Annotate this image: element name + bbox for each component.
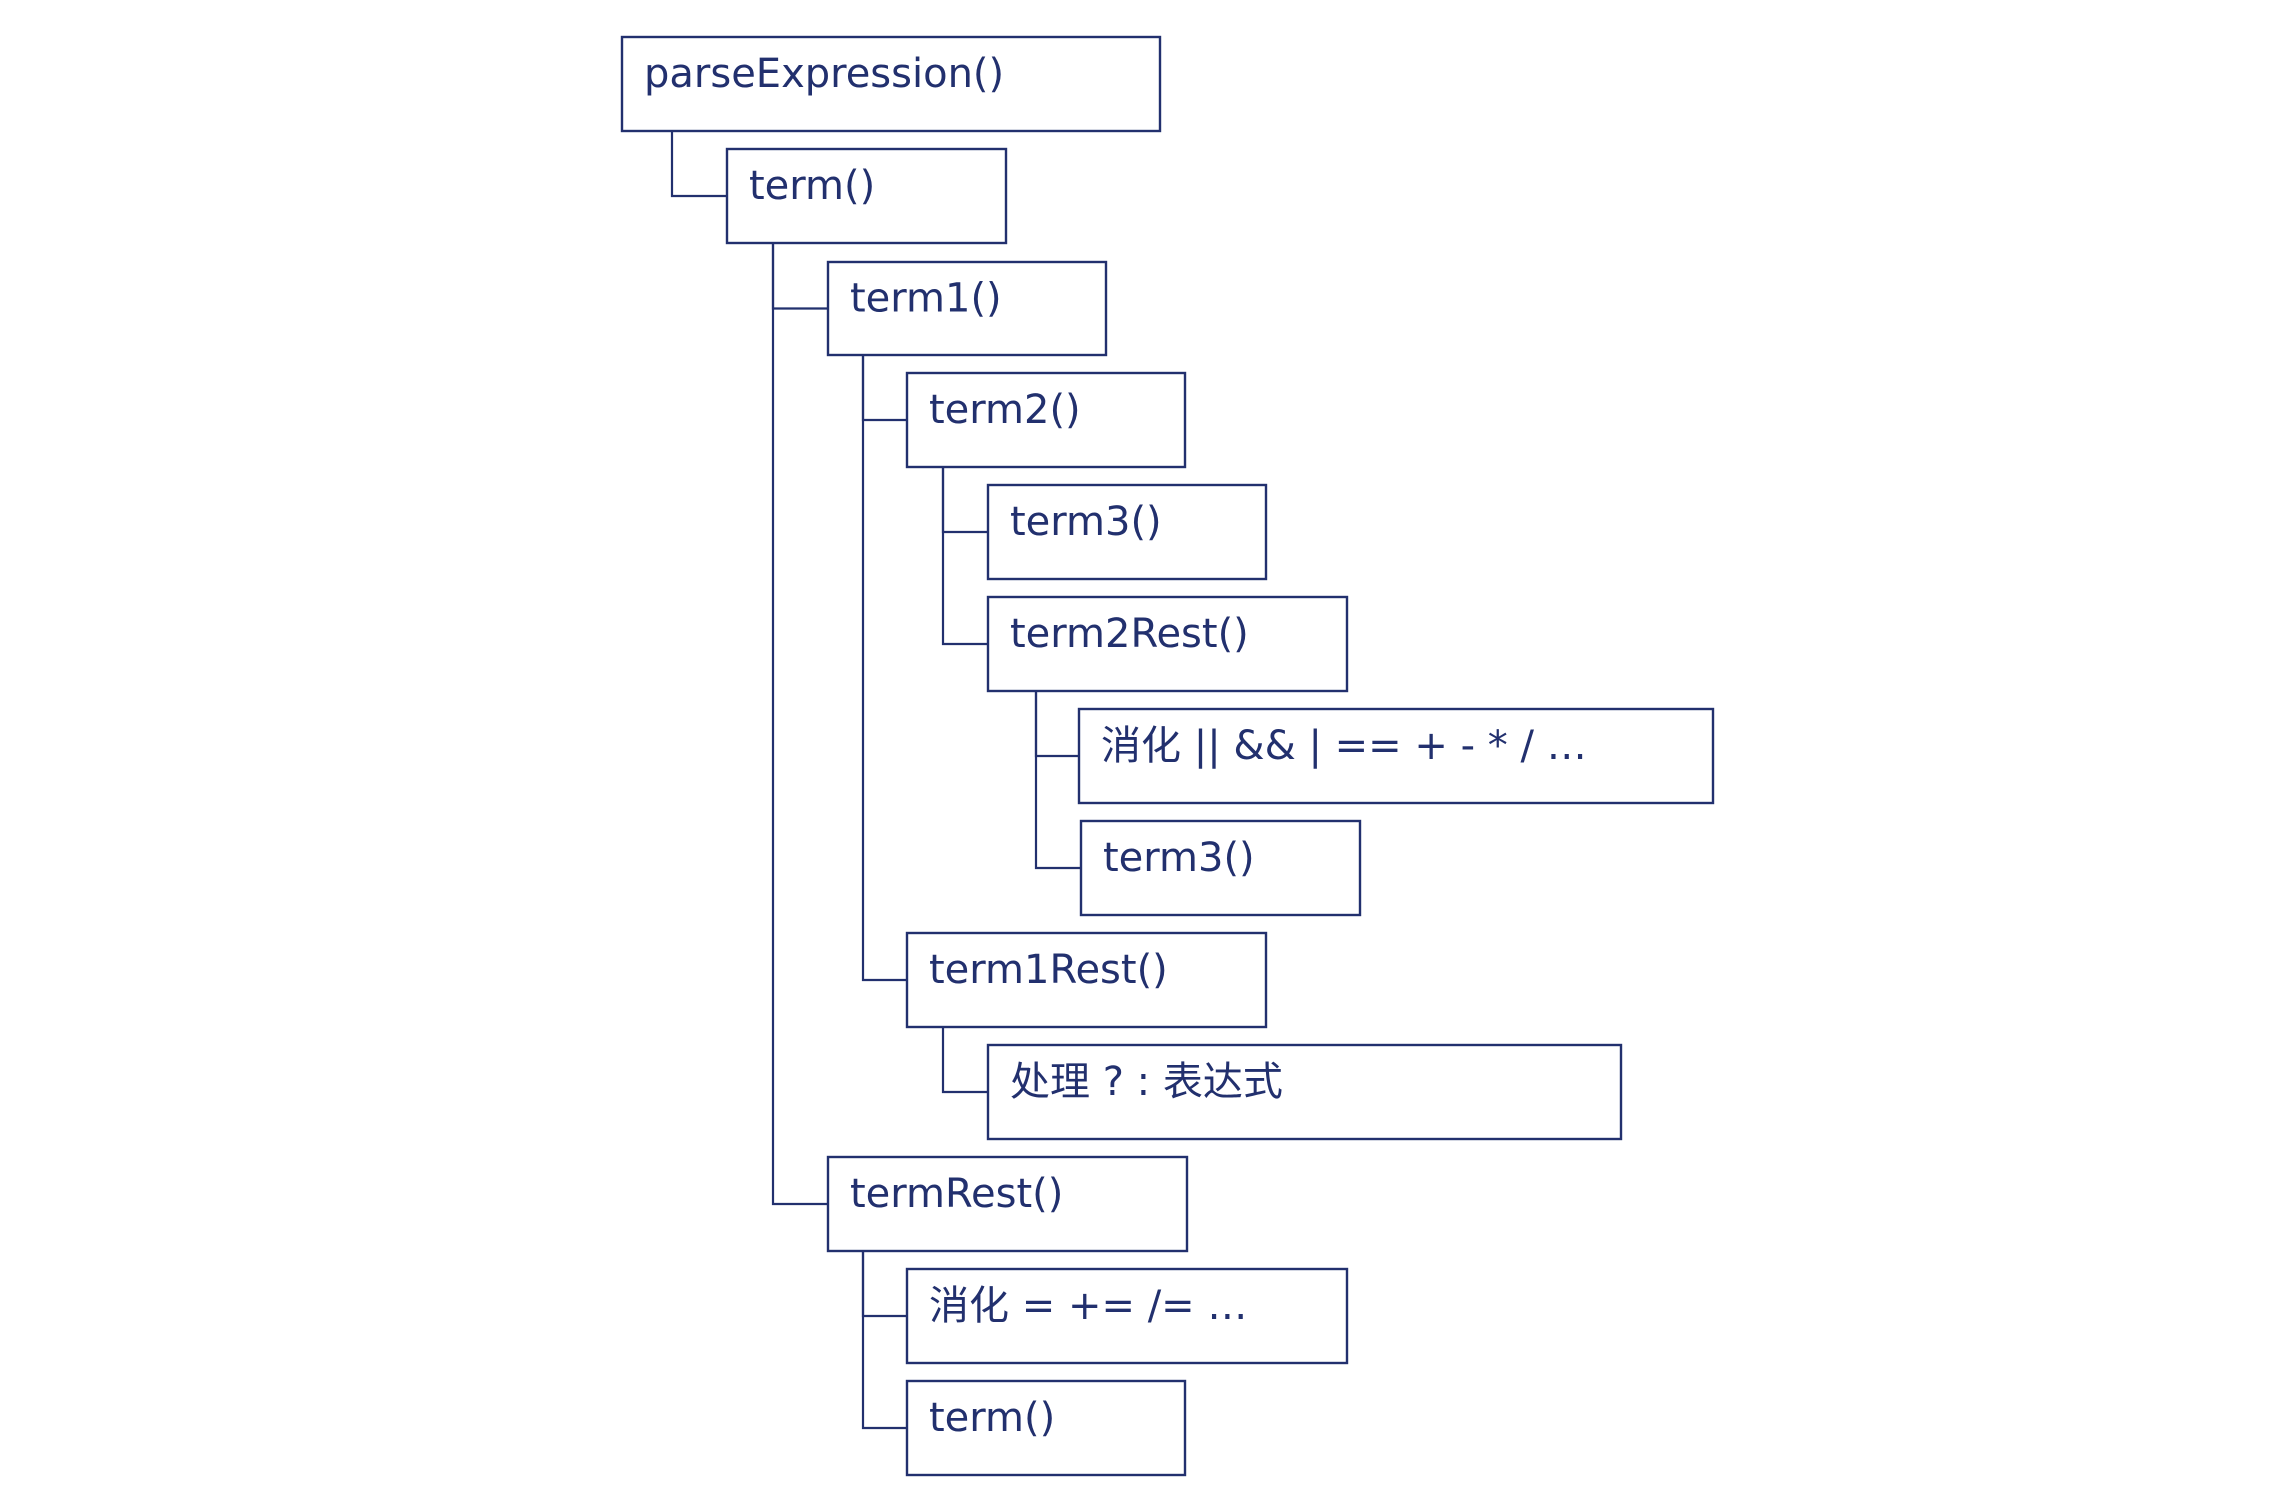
connector-term1-to-term1Rest <box>861 355 907 982</box>
node-box <box>826 1155 1189 1253</box>
node-label: term2Rest() <box>1010 611 1249 657</box>
node-term2: term2() <box>905 371 1187 469</box>
node-box <box>905 1379 1187 1477</box>
node-box <box>986 1043 1623 1141</box>
node-handle_ternary: 处理 ? : 表达式 <box>986 1043 1623 1141</box>
connector-termRest-to-term_b <box>861 1251 907 1430</box>
node-term3_b: term3() <box>1079 819 1362 917</box>
node-parseExpression: parseExpression() <box>620 35 1162 133</box>
node-box <box>986 595 1349 693</box>
connector-parseExpression-to-term <box>670 131 727 198</box>
node-label: 消化 || && | == + - * / … <box>1101 723 1587 769</box>
node-box <box>986 483 1268 581</box>
connector-term-to-termRest <box>771 243 828 1206</box>
node-term2Rest: term2Rest() <box>986 595 1349 693</box>
node-consume_binary: 消化 || && | == + - * / … <box>1077 707 1715 805</box>
node-box <box>620 35 1162 133</box>
node-label: 处理 ? : 表达式 <box>1010 1059 1283 1105</box>
node-box <box>826 260 1108 357</box>
connector-term1-to-term2 <box>861 355 907 422</box>
node-label: term1() <box>850 276 1002 322</box>
node-box <box>1079 819 1362 917</box>
node-box <box>725 147 1008 245</box>
node-box <box>1077 707 1715 805</box>
connector-term-to-term1 <box>771 243 828 310</box>
node-box <box>905 371 1187 469</box>
node-term: term() <box>725 147 1008 245</box>
connector-term1Rest-to-handle_ternary <box>941 1027 988 1094</box>
node-term1: term1() <box>826 260 1108 357</box>
node-layer: parseExpression() term() term1() term2() ter… <box>620 35 1715 1477</box>
node-label: term2() <box>929 387 1081 433</box>
connector-term2Rest-to-consume_binary <box>1034 691 1079 758</box>
node-label: term() <box>929 1395 1055 1441</box>
node-term3_a: term3() <box>986 483 1268 581</box>
node-box <box>905 931 1268 1029</box>
node-label: parseExpression() <box>644 51 1004 97</box>
node-label: term1Rest() <box>929 947 1168 993</box>
node-label: term() <box>749 163 875 209</box>
connector-layer <box>670 131 1081 1430</box>
connector-termRest-to-consume_assign <box>861 1251 907 1318</box>
node-label: termRest() <box>850 1171 1063 1217</box>
node-term1Rest: term1Rest() <box>905 931 1268 1029</box>
node-label: term3() <box>1010 499 1162 545</box>
node-termRest: termRest() <box>826 1155 1189 1253</box>
node-label: 消化 = += /= … <box>929 1283 1247 1329</box>
connector-term2-to-term2Rest <box>941 467 988 646</box>
node-label: term3() <box>1103 835 1255 881</box>
connector-term2Rest-to-term3_b <box>1034 691 1081 870</box>
node-consume_assign: 消化 = += /= … <box>905 1267 1349 1365</box>
node-box <box>905 1267 1349 1365</box>
node-term_b: term() <box>905 1379 1187 1477</box>
connector-term2-to-term3_a <box>941 467 988 534</box>
